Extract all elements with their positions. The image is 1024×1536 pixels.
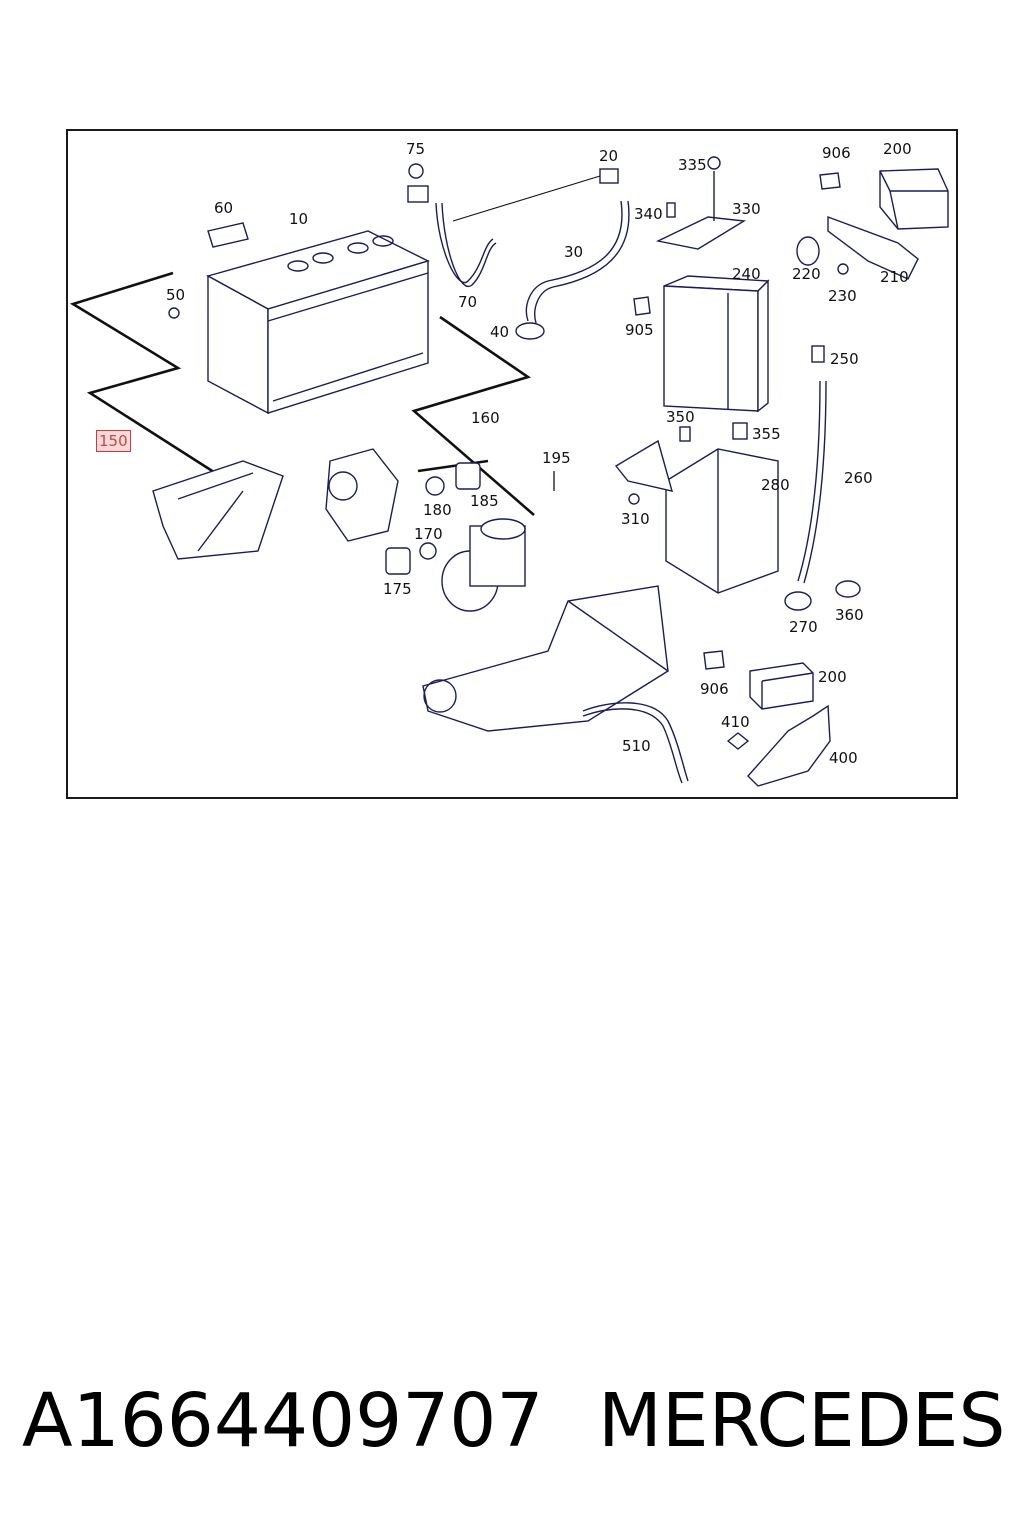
exploded-view-illustration bbox=[69, 156, 949, 787]
callout-75[interactable]: 75 bbox=[406, 140, 426, 158]
battery-tray-280 bbox=[614, 422, 779, 594]
callout-50[interactable]: 50 bbox=[166, 286, 186, 304]
alternator bbox=[325, 448, 399, 542]
callout-260[interactable]: 260 bbox=[844, 469, 873, 487]
callout-906-top[interactable]: 906 bbox=[822, 144, 851, 162]
callout-410[interactable]: 410 bbox=[721, 713, 750, 731]
auxiliary-battery-200-bottom bbox=[749, 662, 814, 710]
holder-bracket-400 bbox=[726, 704, 831, 787]
callout-220[interactable]: 220 bbox=[792, 265, 821, 283]
part-number: A1664409707 bbox=[22, 1378, 544, 1464]
callout-280[interactable]: 280 bbox=[761, 476, 790, 494]
callout-20[interactable]: 20 bbox=[599, 147, 619, 165]
vent-hose-30 bbox=[452, 168, 630, 340]
tag-906-bottom bbox=[703, 650, 725, 670]
tag-905 bbox=[633, 296, 651, 316]
callout-170[interactable]: 170 bbox=[414, 525, 443, 543]
callout-175[interactable]: 175 bbox=[383, 580, 412, 598]
callout-40[interactable]: 40 bbox=[490, 323, 510, 341]
callout-270[interactable]: 270 bbox=[789, 618, 818, 636]
callout-230[interactable]: 230 bbox=[828, 287, 857, 305]
starter-motor bbox=[441, 518, 526, 612]
caption: A1664409707 MERCEDES bbox=[0, 1366, 1024, 1476]
bracket-330 bbox=[655, 156, 747, 250]
callout-355[interactable]: 355 bbox=[752, 425, 781, 443]
callout-360[interactable]: 360 bbox=[835, 606, 864, 624]
screw-50 bbox=[168, 307, 180, 319]
callout-335[interactable]: 335 bbox=[678, 156, 707, 174]
callout-310[interactable]: 310 bbox=[621, 510, 650, 528]
mount-bracket-210 bbox=[796, 215, 919, 280]
battery-10 bbox=[206, 230, 430, 415]
cable-70 bbox=[407, 163, 497, 288]
callout-906-bottom[interactable]: 906 bbox=[700, 680, 729, 698]
callout-210[interactable]: 210 bbox=[880, 268, 909, 286]
callout-60[interactable]: 60 bbox=[214, 199, 234, 217]
callout-200-bottom[interactable]: 200 bbox=[818, 668, 847, 686]
auxiliary-battery-240 bbox=[663, 275, 770, 413]
vent-hose-260 bbox=[797, 345, 827, 584]
transmission bbox=[422, 585, 669, 732]
callout-70[interactable]: 70 bbox=[458, 293, 478, 311]
callout-905[interactable]: 905 bbox=[625, 321, 654, 339]
callout-160[interactable]: 160 bbox=[471, 409, 500, 427]
callout-510[interactable]: 510 bbox=[622, 737, 651, 755]
auxiliary-battery-200-top bbox=[879, 168, 949, 230]
callout-180[interactable]: 180 bbox=[423, 501, 452, 519]
callout-30[interactable]: 30 bbox=[564, 243, 584, 261]
callout-250[interactable]: 250 bbox=[830, 350, 859, 368]
callout-200-top[interactable]: 200 bbox=[883, 140, 912, 158]
ground-cable-510 bbox=[582, 702, 689, 784]
callout-10[interactable]: 10 bbox=[289, 210, 309, 228]
terminal-cover-60 bbox=[207, 222, 249, 248]
callout-400[interactable]: 400 bbox=[829, 749, 858, 767]
callout-185[interactable]: 185 bbox=[470, 492, 499, 510]
callout-150-highlighted[interactable]: 150 bbox=[96, 430, 131, 452]
callout-240[interactable]: 240 bbox=[732, 265, 761, 283]
rubber-bushings bbox=[385, 462, 555, 575]
bracket-150 bbox=[152, 460, 284, 560]
parts-diagram: 75 20 335 906 200 60 10 340 330 30 240 2… bbox=[66, 129, 958, 799]
grommets-270-360 bbox=[784, 580, 861, 611]
tag-906-top bbox=[819, 172, 841, 190]
brand-name: MERCEDES bbox=[598, 1378, 1006, 1464]
callout-350[interactable]: 350 bbox=[666, 408, 695, 426]
callout-330[interactable]: 330 bbox=[732, 200, 761, 218]
callout-340[interactable]: 340 bbox=[634, 205, 663, 223]
callout-195[interactable]: 195 bbox=[542, 449, 571, 467]
